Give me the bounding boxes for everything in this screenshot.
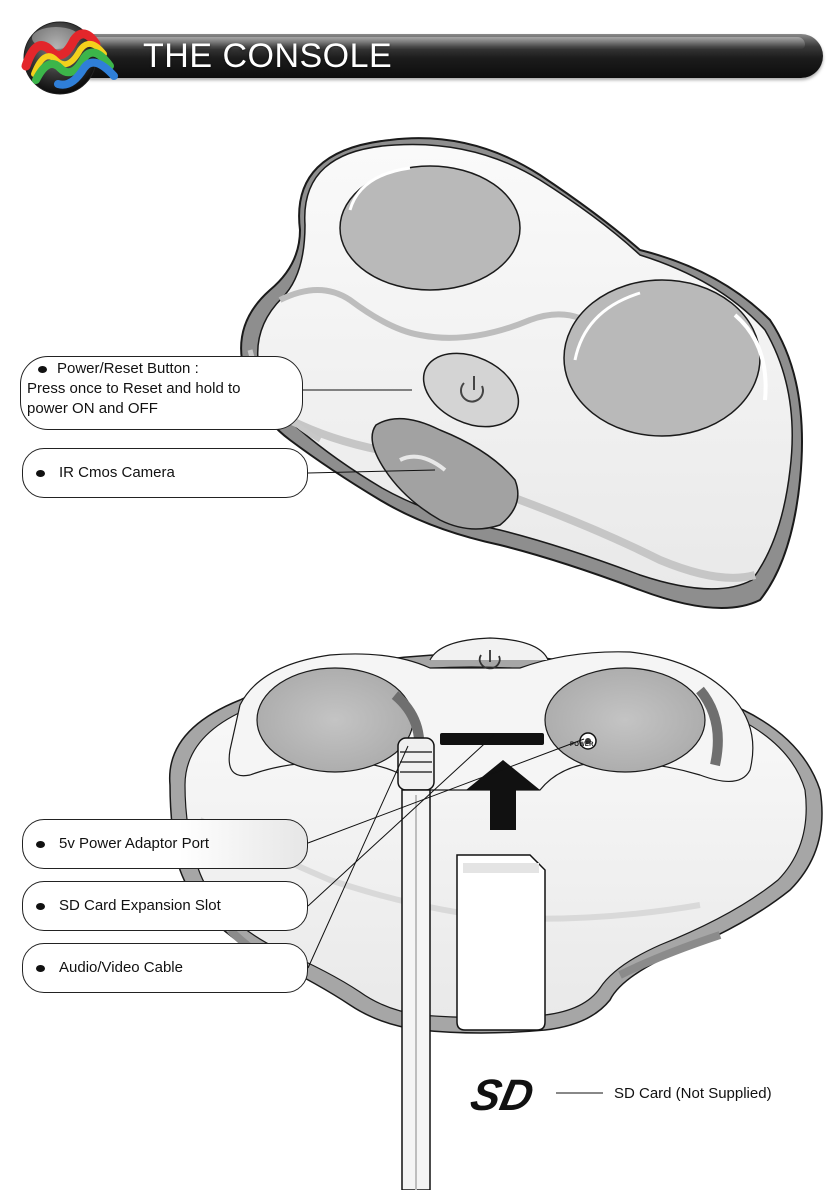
callout-power-adaptor: 5v Power Adaptor Port [22,819,308,869]
av-cable-plug [398,738,434,1190]
callout-power-reset: Power/Reset Button : Press once to Reset… [20,356,303,430]
callout-power-line2: Press once to Reset and hold to [27,379,294,399]
sd-card-illustration: SD [457,855,545,1120]
bullet-dot [36,841,45,848]
bullet-dot [38,366,47,373]
bullet-dot [36,470,45,477]
callout-label: Audio/Video Cable [59,959,183,976]
bullet-dot [36,965,45,972]
callout-power-line1: Power/Reset Button : [57,360,199,377]
callout-label: SD Card Expansion Slot [59,897,221,914]
callout-av-cable: Audio/Video Cable [22,943,308,993]
callout-label: 5v Power Adaptor Port [59,835,209,852]
callout-power-line3: power ON and OFF [27,399,294,419]
console-top-view [241,138,802,608]
power-port-label: POWER [570,742,594,748]
callout-sd-slot: SD Card Expansion Slot [22,881,308,931]
bullet-dot [36,903,45,910]
callout-ir-camera: IR Cmos Camera [22,448,308,498]
sd-card-logo: SD [466,1071,537,1119]
callout-label: IR Cmos Camera [59,464,175,481]
sd-card-note: SD Card (Not Supplied) [614,1084,772,1104]
